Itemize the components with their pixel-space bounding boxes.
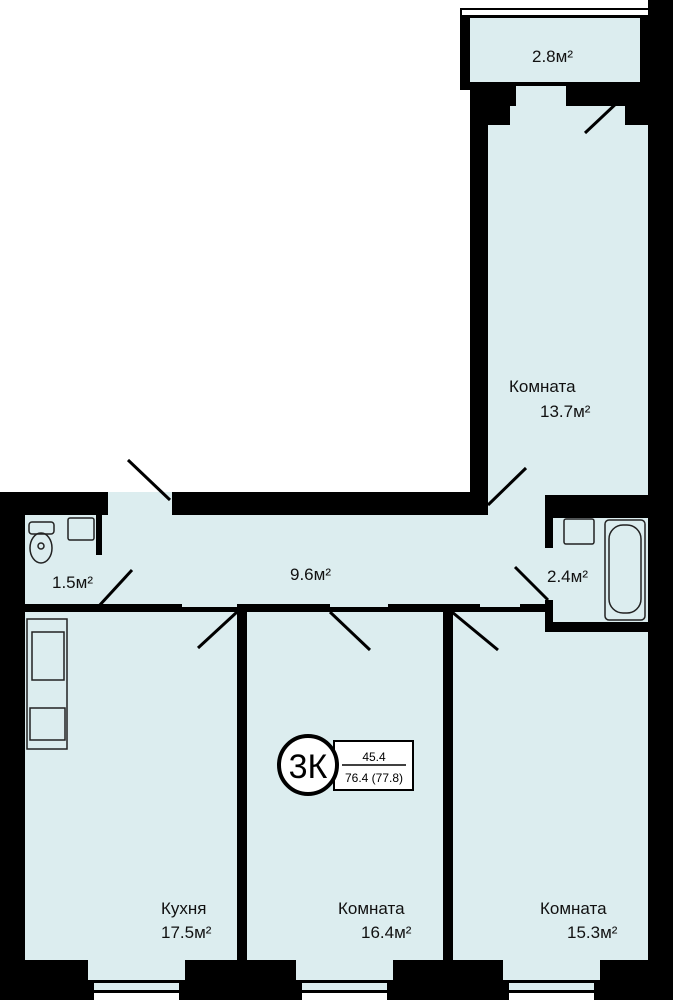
bath-wall xyxy=(545,496,553,548)
kitchen-counter xyxy=(26,618,68,750)
entrance-opening xyxy=(108,492,172,516)
stove-icon xyxy=(29,707,66,741)
partition-wall xyxy=(443,604,453,960)
room-north-area: 13.7м² xyxy=(540,402,591,421)
apartment-type-badge: 3К 45.4 76.4 (77.8) xyxy=(277,734,414,796)
total-area: 76.4 (77.8) xyxy=(345,771,403,785)
balcony-door-opening xyxy=(516,86,566,106)
balcony-area: 2.8м² xyxy=(532,47,573,66)
hall-area: 9.6м² xyxy=(290,565,331,584)
room-north xyxy=(488,125,648,495)
room-balcony xyxy=(470,18,640,82)
sink-icon xyxy=(563,518,595,545)
living-area: 45.4 xyxy=(362,750,386,764)
toilet-icon xyxy=(28,521,55,564)
type-label: 3К xyxy=(289,748,328,786)
partition-wall xyxy=(237,604,330,612)
wc-wall xyxy=(96,515,102,555)
room-middle-area: 16.4м² xyxy=(361,923,412,942)
bath-door-opening xyxy=(545,548,555,606)
room-middle-name: Комната xyxy=(338,899,405,918)
balcony-door-opening xyxy=(510,106,625,126)
kitchen-area: 17.5м² xyxy=(161,923,212,942)
windows xyxy=(88,960,600,1000)
partition-wall xyxy=(25,604,182,612)
wc-area: 1.5м² xyxy=(52,573,93,592)
room-hall xyxy=(25,515,545,607)
room-right-name: Комната xyxy=(540,899,607,918)
bath-wall xyxy=(545,496,648,518)
doors xyxy=(96,98,622,652)
sink-icon xyxy=(67,517,95,541)
bath-wall xyxy=(545,600,553,632)
room-bathroom xyxy=(553,518,648,622)
room-right-area: 15.3м² xyxy=(567,923,618,942)
bathtub-icon xyxy=(604,519,646,621)
partition-wall xyxy=(237,604,247,960)
balcony-rail xyxy=(462,10,648,15)
kitchen-sink-icon xyxy=(31,631,65,681)
room-north-name: Комната xyxy=(509,377,576,396)
bath-wall xyxy=(545,622,648,632)
partition-wall xyxy=(520,604,545,612)
bathroom-area: 2.4м² xyxy=(547,567,588,586)
kitchen-name: Кухня xyxy=(161,899,207,918)
partition-wall xyxy=(388,604,480,612)
